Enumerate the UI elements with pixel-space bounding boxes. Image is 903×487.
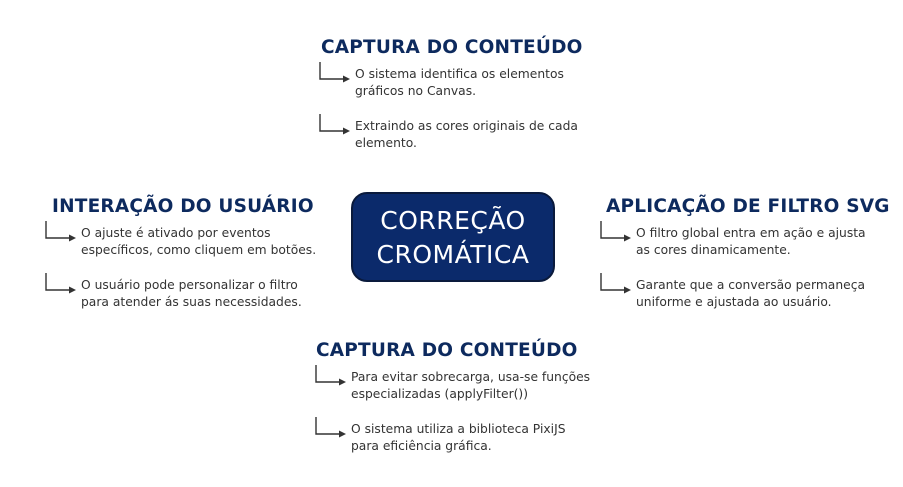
item-text: Extraindo as cores originais de cada ele… (355, 119, 578, 150)
elbow-arrow-icon (315, 365, 346, 386)
list-item: O filtro global entra em ação e ajusta a… (599, 221, 879, 259)
section-right: APLICAÇÃO DE FILTRO SVG O filtro global … (599, 195, 890, 311)
list-item: O sistema identifica os elementos gráfic… (318, 62, 578, 100)
elbow-arrow-icon (45, 221, 76, 242)
section-title: INTERAÇÃO DO USUÁRIO (52, 196, 314, 217)
section-title: CAPTURA DO CONTEÚDO (321, 37, 583, 58)
section-left: INTERAÇÃO DO USUÁRIO O ajuste é ativado … (44, 195, 324, 311)
elbow-arrow-icon (315, 417, 346, 438)
center-line-1: CORREÇÃO (380, 206, 526, 235)
item-text: O usuário pode personalizar o filtro par… (81, 278, 302, 309)
item-text: Garante que a conversão permaneça unifor… (636, 278, 865, 309)
item-text: Para evitar sobrecarga, usa-se funções e… (351, 370, 591, 401)
elbow-arrow-icon (45, 273, 76, 294)
item-text: O filtro global entra em ação e ajusta a… (636, 226, 866, 257)
center-node: CORREÇÃO CROMÁTICA (351, 192, 555, 282)
item-text: O sistema utiliza a biblioteca PixiJS pa… (351, 422, 566, 453)
list-item: O ajuste é ativado por eventos específic… (44, 221, 324, 259)
section-bottom: CAPTURA DO CONTEÚDO Para evitar sobrecar… (314, 339, 594, 455)
list-item: O usuário pode personalizar o filtro par… (44, 273, 324, 311)
elbow-arrow-icon (319, 62, 350, 83)
list-item: Para evitar sobrecarga, usa-se funções e… (314, 365, 594, 403)
list-item: O sistema utiliza a biblioteca PixiJS pa… (314, 417, 594, 455)
list-item: Extraindo as cores originais de cada ele… (318, 114, 578, 152)
section-title: APLICAÇÃO DE FILTRO SVG (606, 196, 890, 217)
section-title: CAPTURA DO CONTEÚDO (316, 340, 578, 361)
item-text: O sistema identifica os elementos gráfic… (355, 67, 564, 98)
section-top: CAPTURA DO CONTEÚDO O sistema identifica… (318, 36, 583, 152)
center-line-2: CROMÁTICA (376, 240, 530, 269)
elbow-arrow-icon (600, 273, 631, 294)
elbow-arrow-icon (600, 221, 631, 242)
item-text: O ajuste é ativado por eventos específic… (81, 226, 317, 257)
list-item: Garante que a conversão permaneça unifor… (599, 273, 879, 311)
elbow-arrow-icon (319, 114, 350, 135)
